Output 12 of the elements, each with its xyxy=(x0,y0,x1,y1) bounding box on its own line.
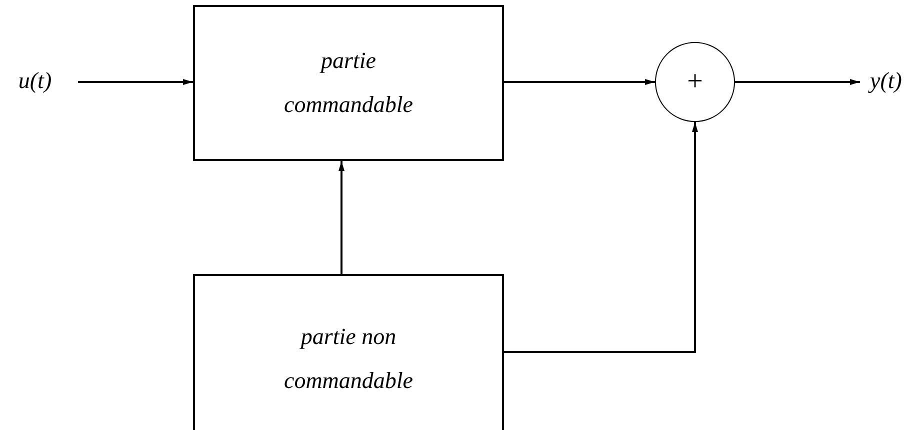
process-box xyxy=(193,274,504,430)
arrow xyxy=(78,79,193,85)
arrow xyxy=(504,79,655,85)
process-box xyxy=(193,5,504,161)
signal-label: u(t) xyxy=(18,67,52,96)
block-label: partie commandable xyxy=(282,47,414,119)
signal-label: y(t) xyxy=(870,67,902,96)
block-label: partie non commandable xyxy=(282,323,414,395)
arrow xyxy=(735,79,860,85)
plus-sign: + xyxy=(687,65,703,100)
arrow xyxy=(504,122,698,353)
arrow xyxy=(338,161,344,274)
